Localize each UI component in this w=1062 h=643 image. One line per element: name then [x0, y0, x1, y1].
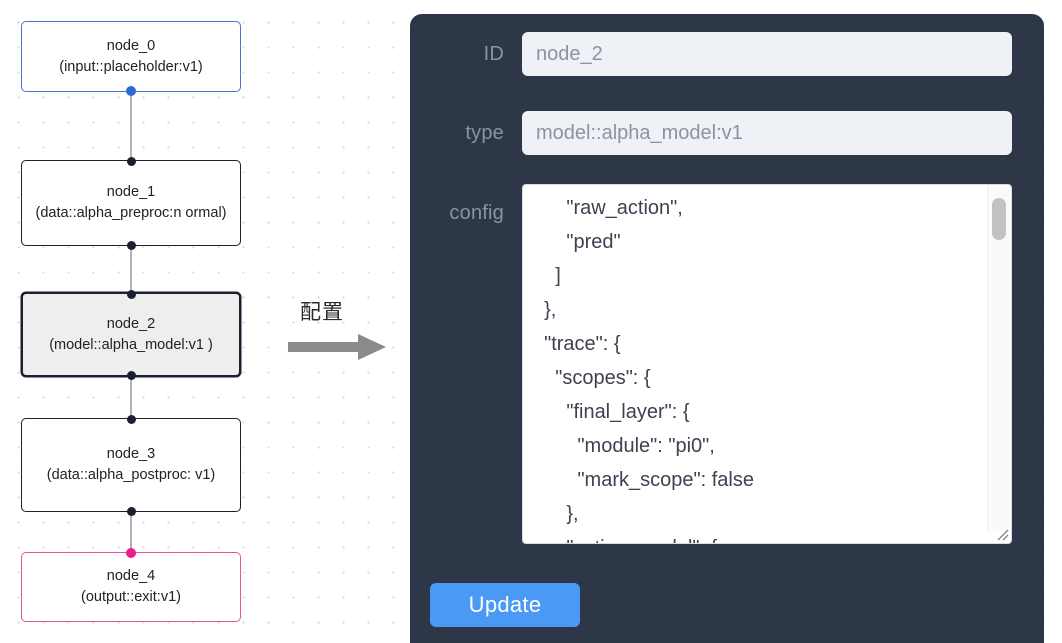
update-button[interactable]: Update [430, 583, 580, 627]
node-handle-source[interactable] [126, 86, 136, 96]
flow-node-node_1[interactable]: node_1 (data::alpha_preproc:n ormal) [21, 156, 241, 250]
configure-annotation: 配置 [288, 296, 394, 360]
node-handle-source[interactable] [126, 370, 136, 380]
field-row-id: ID [410, 32, 1012, 76]
node-handle-target[interactable] [126, 156, 136, 166]
node-handle-source[interactable] [126, 240, 136, 250]
node-subtitle: (data::alpha_preproc:n ormal) [35, 205, 227, 221]
node-subtitle: (model::alpha_model:v1 ) [49, 336, 213, 353]
node-subtitle: (output::exit:v1) [81, 589, 181, 605]
id-input[interactable] [522, 32, 1012, 76]
edge-node0-node1 [130, 92, 132, 160]
node-title: node_4 [106, 568, 156, 584]
node-handle-target[interactable] [126, 289, 136, 299]
flow-node-node_3[interactable]: node_3 (data::alpha_postproc: v1) [21, 414, 241, 516]
config-textarea-wrapper: "raw_action", "pred" ] }, "trace": { "sc… [522, 184, 1012, 544]
node-title: node_3 [106, 446, 156, 462]
type-input[interactable] [522, 111, 1012, 155]
id-field-label: ID [483, 42, 504, 65]
edge-node1-node2 [130, 246, 132, 292]
right-arrow-icon [288, 334, 386, 360]
config-field-label: config [449, 202, 504, 224]
resize-grip-icon[interactable] [995, 527, 1009, 541]
flow-node-node_0[interactable]: node_0 (input::placeholder:v1) [21, 21, 241, 96]
edge-node3-node4 [130, 512, 132, 552]
node-subtitle: (input::placeholder:v1) [59, 58, 203, 75]
config-scrollbar-thumb[interactable] [992, 198, 1006, 240]
node-handle-target[interactable] [126, 414, 136, 424]
flow-node-node_4[interactable]: node_4 (output::exit:v1) [21, 548, 241, 622]
configure-label: 配置 [300, 300, 344, 324]
node-title: node_0 [106, 37, 156, 54]
config-scrollbar[interactable] [987, 186, 1010, 532]
node-title: node_2 [106, 315, 156, 332]
edge-node2-node3 [130, 377, 132, 418]
field-row-config: config "raw_action", "pred" ] }, "trace"… [410, 184, 1012, 544]
node-title: node_1 [106, 184, 156, 200]
field-row-type: type [410, 111, 1012, 155]
node-config-panel: ID type config "raw_action", "pred" ] },… [410, 14, 1044, 643]
type-field-label: type [465, 121, 504, 144]
flow-node-node_2[interactable]: node_2 (model::alpha_model:v1 ) [21, 289, 241, 380]
node-handle-source[interactable] [126, 506, 136, 516]
config-textarea[interactable]: "raw_action", "pred" ] }, "trace": { "sc… [522, 184, 1012, 544]
node-subtitle: (data::alpha_postproc: v1) [46, 467, 216, 483]
node-handle-target[interactable] [126, 548, 136, 558]
